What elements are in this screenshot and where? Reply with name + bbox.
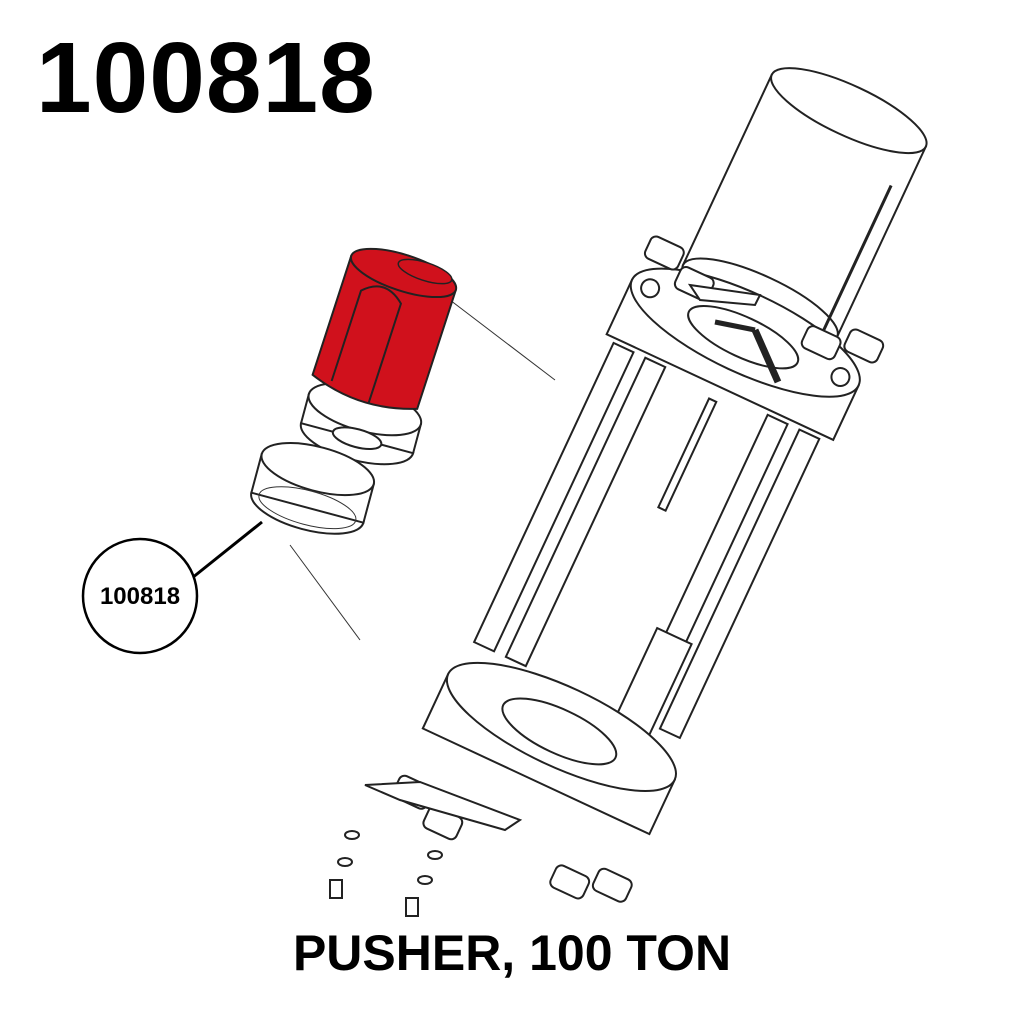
pusher-highlight: [311, 247, 458, 410]
pusher-frame: [392, 67, 928, 903]
callout-leader-line: [191, 520, 263, 580]
clamp-lever: [687, 283, 782, 384]
callout-label: 100818: [99, 583, 181, 610]
caption: PUSHER, 100 TON: [292, 925, 732, 981]
seal-rings: [250, 382, 423, 535]
bottom-bracket: [364, 780, 523, 832]
assembly-axis-line: [289, 544, 361, 641]
motor-cylinder: [681, 67, 928, 377]
bottom-bolts: [329, 830, 443, 917]
top-plate: [605, 267, 861, 442]
callout-circle: [81, 537, 199, 655]
part-number-title: 100818: [36, 22, 376, 134]
bottom-plate: [421, 661, 677, 836]
guide-rods: [472, 341, 821, 746]
